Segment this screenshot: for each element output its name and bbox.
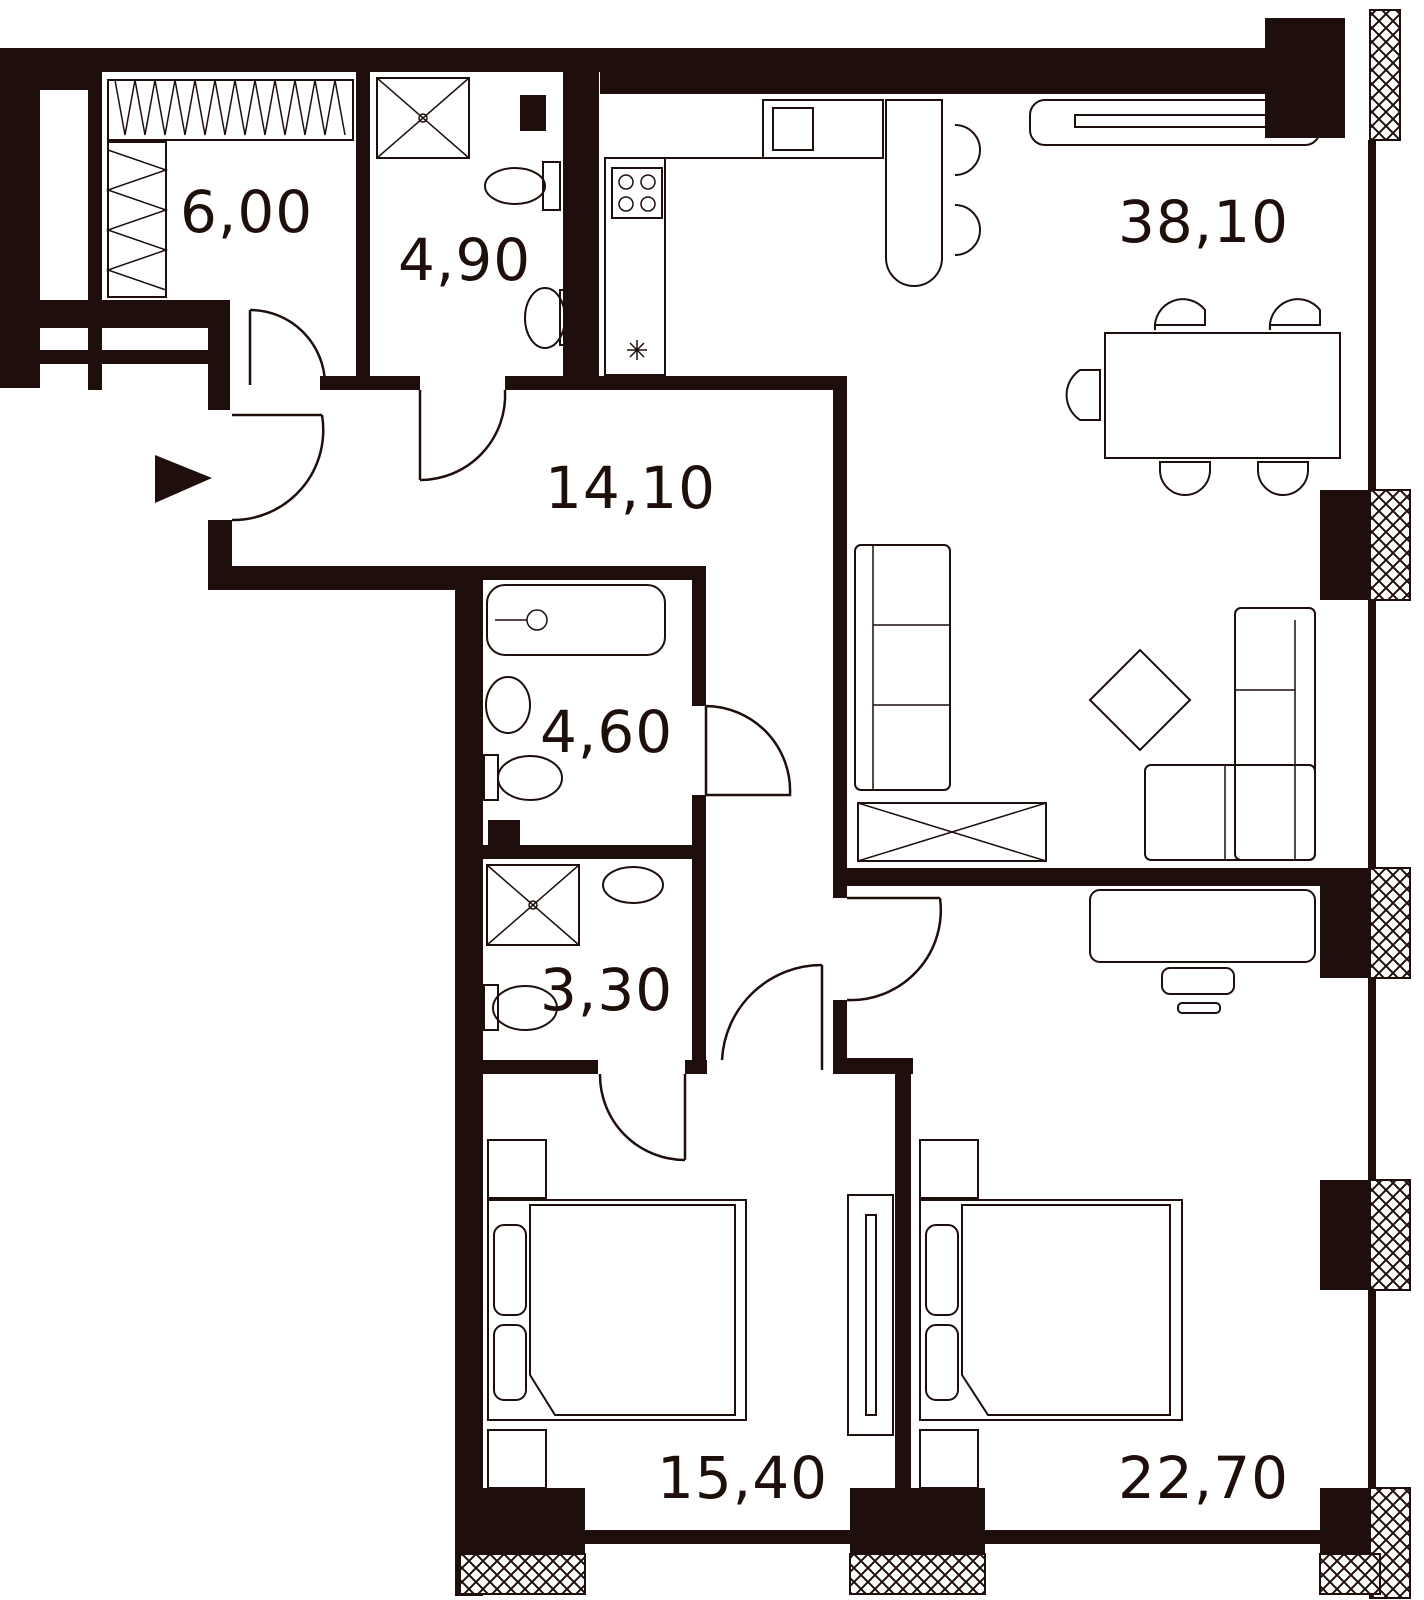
desk: [1089, 889, 1316, 1014]
bedroom-1-area-label: 15,40: [657, 1444, 828, 1512]
living-kitchen-area-label: 38,10: [1118, 188, 1289, 256]
window-hatching: [459, 9, 1411, 1599]
kitchen-units: [604, 99, 1321, 376]
wc-fixtures: [376, 77, 567, 349]
bedroom-2-area-label: 22,70: [1118, 1444, 1289, 1512]
bathroom-fixtures: [483, 584, 666, 801]
walls: [0, 18, 1376, 1596]
wc-area-label: 4,90: [398, 226, 531, 294]
shower-fixtures: [483, 864, 664, 1031]
dining-set: [1065, 298, 1341, 496]
wardrobe-shelving: [105, 79, 354, 298]
bathroom-area-label: 4,60: [540, 698, 673, 766]
entrance-arrow-icon: [155, 455, 212, 503]
hall-area-label: 14,10: [545, 454, 716, 522]
bed-1: [487, 1139, 894, 1489]
living-sofas: [854, 544, 1316, 862]
doors: [231, 308, 942, 1162]
shower-room-area-label: 3,30: [540, 956, 673, 1024]
wardrobe-area-label: 6,00: [180, 178, 313, 246]
bed-2: [919, 1139, 1183, 1489]
